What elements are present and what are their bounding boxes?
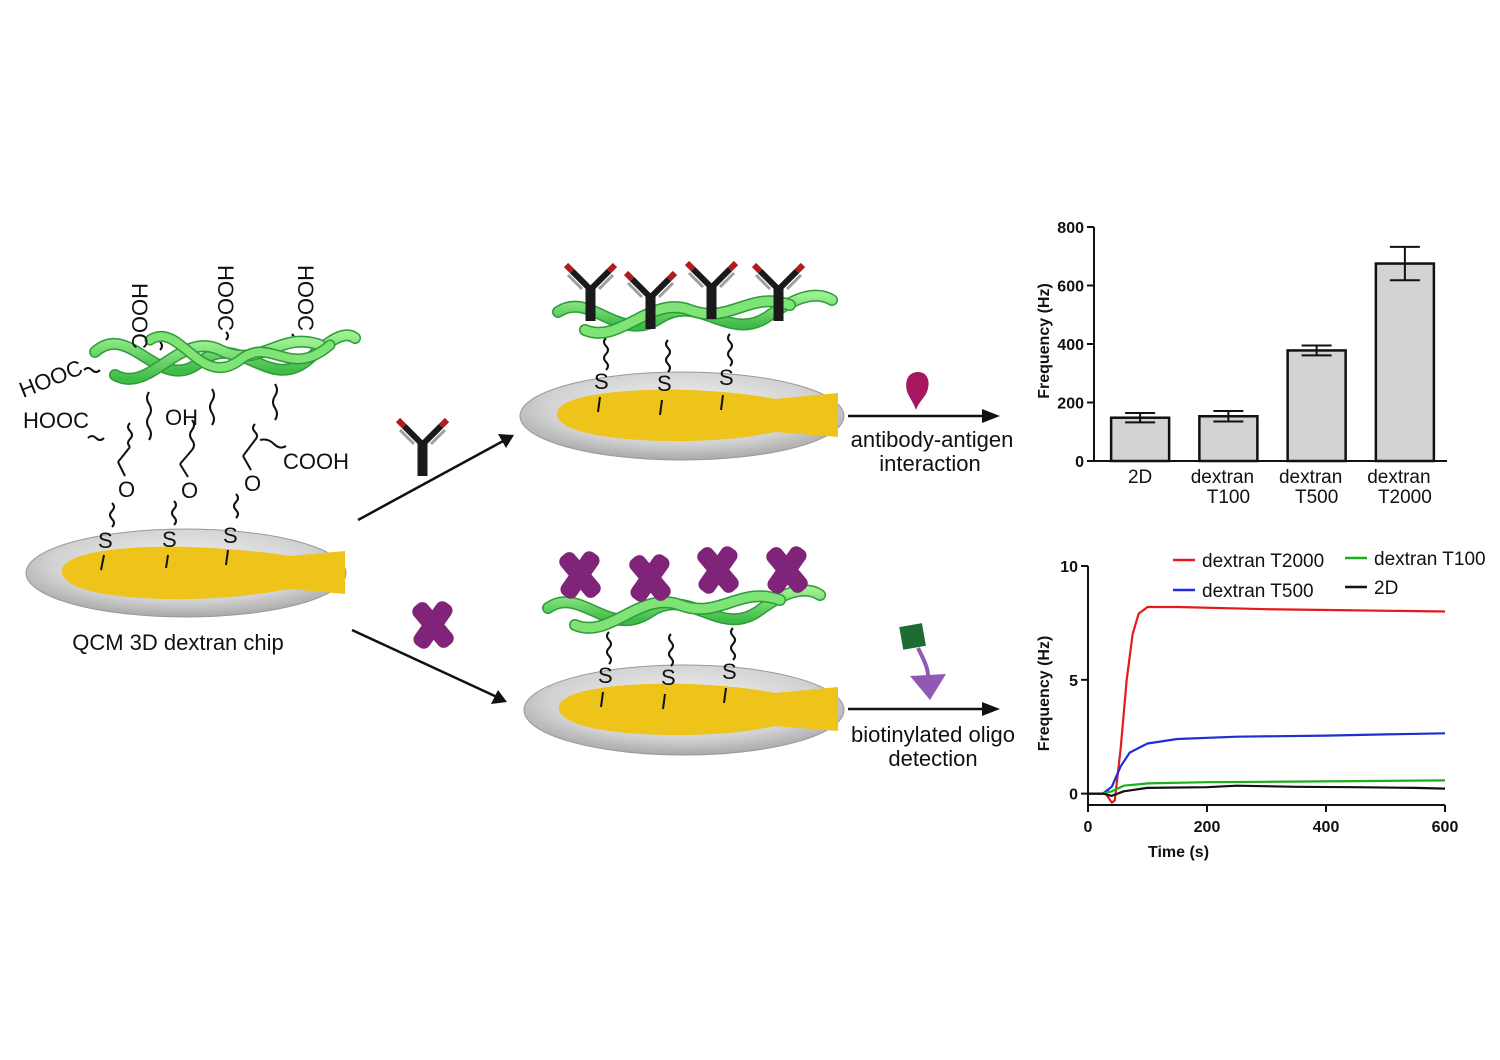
line-y-axis-title: Frequency (Hz) — [1036, 636, 1053, 752]
legend-label-1: dextran T100 — [1374, 549, 1486, 570]
atom-s-bottom-1: S — [598, 663, 613, 688]
bar-y-tick-label-3: 600 — [1057, 279, 1084, 296]
line-x-axis-title: Time (s) — [1148, 844, 1209, 861]
streptavidin-reagent-icon — [409, 598, 457, 652]
gold-electrode — [61, 546, 346, 600]
bar-category-label-2-0: dextran — [1279, 467, 1342, 488]
chip-caption: QCM 3D dextran chip — [72, 630, 284, 655]
bar-category-label-2-1: T500 — [1295, 487, 1338, 508]
atom-s-2: S — [162, 527, 177, 552]
group-oh: OH — [165, 405, 198, 430]
bar-y-tick-label-1: 200 — [1057, 396, 1084, 413]
atom-o-2: O — [181, 478, 198, 503]
atom-s-bottom-2: S — [661, 665, 676, 690]
group-hooc-1: HOOC — [16, 355, 87, 403]
bar-1 — [1198, 414, 1259, 463]
group-hooc-3: HOOC — [213, 265, 238, 331]
step-antibody-antigen: antibody-antigen interaction — [848, 372, 1013, 476]
step-label-antibody-1: antibody-antigen — [851, 427, 1014, 452]
group-hooc-4: HOOC — [293, 265, 318, 331]
bar-y-tick-label-0: 0 — [1075, 454, 1084, 471]
bar-y-tick-label-4: 800 — [1057, 220, 1084, 237]
antibody-chip: S S S — [519, 263, 845, 461]
step-label-antibody-2: interaction — [879, 451, 981, 476]
bar-category-label-1-0: dextran — [1191, 467, 1254, 488]
line-y-tick-label-2: 10 — [1060, 559, 1078, 576]
series-line-0 — [1088, 605, 1446, 804]
biotin-icon — [899, 623, 926, 650]
line-y-tick-label-0: 0 — [1069, 787, 1078, 804]
antigen-icon — [906, 372, 929, 410]
step-label-oligo-2: detection — [888, 746, 977, 771]
atom-s-1: S — [98, 528, 113, 553]
oligo-icon — [910, 674, 946, 700]
atom-o-1: O — [118, 477, 135, 502]
atom-o-3: O — [244, 471, 261, 496]
group-hooc-2: HOOC — [127, 283, 152, 349]
bar-0 — [1109, 416, 1171, 463]
line-x-tick-label-1: 200 — [1194, 819, 1221, 836]
bar-category-label-0-0: 2D — [1128, 467, 1152, 488]
bar-category-label-3-0: dextran — [1367, 467, 1430, 488]
legend-label-0: dextran T2000 — [1202, 551, 1324, 572]
arrow-to-antibody-chip — [357, 438, 506, 522]
atom-s-top-3: S — [719, 365, 734, 390]
dextran-chip-left: HOOC HOOC HOOC HOOC HOOC OH COOH O O O S… — [16, 265, 361, 655]
bar-y-tick-label-2: 400 — [1057, 337, 1084, 354]
arrow-to-streptavidin-chip — [351, 628, 498, 699]
legend-label-2: dextran T500 — [1202, 581, 1314, 602]
group-cooh: COOH — [283, 449, 349, 474]
antibody-reagent-icon — [398, 420, 447, 476]
bar-y-axis-title: Frequency (Hz) — [1036, 283, 1053, 399]
bar-3 — [1374, 262, 1436, 463]
atom-s-top-2: S — [657, 371, 672, 396]
bar-category-label-3-1: T2000 — [1378, 487, 1432, 508]
step-biotinylated-oligo: biotinylated oligo detection — [848, 623, 1015, 771]
branch-arrows — [351, 434, 514, 704]
line-x-tick-label-0: 0 — [1084, 819, 1093, 836]
dextran-ribbons — [89, 329, 361, 385]
atom-s-top-1: S — [594, 369, 609, 394]
series-line-3 — [1088, 784, 1446, 797]
chip-linkers — [83, 331, 295, 571]
streptavidin-chip: S S S — [523, 543, 845, 756]
atom-s-bottom-3: S — [722, 659, 737, 684]
bar-category-label-1-1: T100 — [1207, 487, 1250, 508]
line-x-tick-label-2: 400 — [1313, 819, 1340, 836]
group-hooc-5: HOOC — [23, 408, 89, 433]
legend-label-3: 2D — [1374, 578, 1398, 599]
step-label-oligo-1: biotinylated oligo — [851, 722, 1015, 747]
line-y-tick-label-1: 5 — [1069, 673, 1078, 690]
series-line-1 — [1088, 732, 1446, 795]
atom-s-3: S — [223, 523, 238, 548]
bar-2 — [1286, 349, 1347, 463]
line-x-tick-label-3: 600 — [1432, 819, 1459, 836]
series-line-2 — [1088, 779, 1446, 795]
oligo-linker — [916, 647, 930, 677]
